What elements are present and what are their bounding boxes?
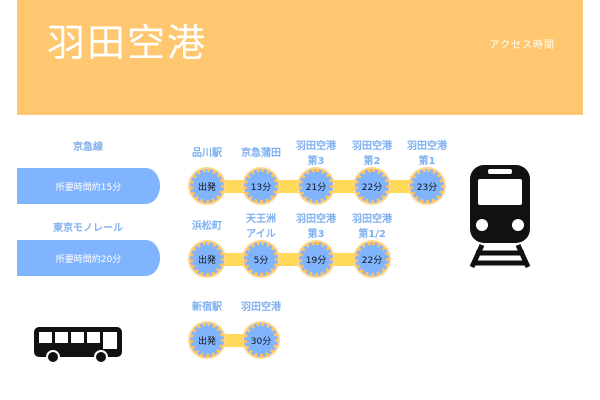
station-time-badge: 19分 <box>299 242 333 276</box>
station-time-badge: 23分 <box>410 169 444 203</box>
station-time-badge: 30分 <box>244 323 278 357</box>
station-name: 新宿駅 <box>192 302 222 313</box>
station-time-badge: 22分 <box>355 169 389 203</box>
station-time-badge: 13分 <box>244 169 278 203</box>
line-time-monorail: 所要時間約20分 <box>17 240 160 276</box>
station-time-badge: 出発 <box>190 169 224 203</box>
station-name: 京急蒲田 <box>241 148 281 159</box>
station-name: 品川駅 <box>192 148 222 159</box>
bus-icon <box>34 327 122 364</box>
station-time-badge: 21分 <box>299 169 333 203</box>
line-name-keikyu: 京急線 <box>73 142 103 153</box>
station-name: 羽田空港 第3 <box>296 214 336 240</box>
page-subtitle: アクセス時間 <box>489 40 555 51</box>
station-time-badge: 出発 <box>190 323 224 357</box>
station-time-badge: 22分 <box>355 242 389 276</box>
station-name: 羽田空港 <box>241 302 281 313</box>
station-name: 羽田空港 第2 <box>352 141 392 167</box>
line-time-keikyu: 所要時間約15分 <box>17 168 160 204</box>
train-icon <box>469 165 531 269</box>
line-name-monorail: 東京モノレール <box>53 223 123 234</box>
station-name: 羽田空港 第3 <box>296 141 336 167</box>
track-monorail <box>207 253 372 266</box>
page-title: 羽田空港 <box>47 21 208 65</box>
station-name: 羽田空港 第1/2 <box>352 214 392 240</box>
station-name: 浜松町 <box>192 221 222 232</box>
station-name: 羽田空港 第1 <box>407 141 447 167</box>
station-time-badge: 出発 <box>190 242 224 276</box>
station-time-badge: 5分 <box>244 242 278 276</box>
header-banner: 羽田空港 アクセス時間 <box>17 0 583 115</box>
station-name: 天王洲 アイル <box>246 214 276 240</box>
